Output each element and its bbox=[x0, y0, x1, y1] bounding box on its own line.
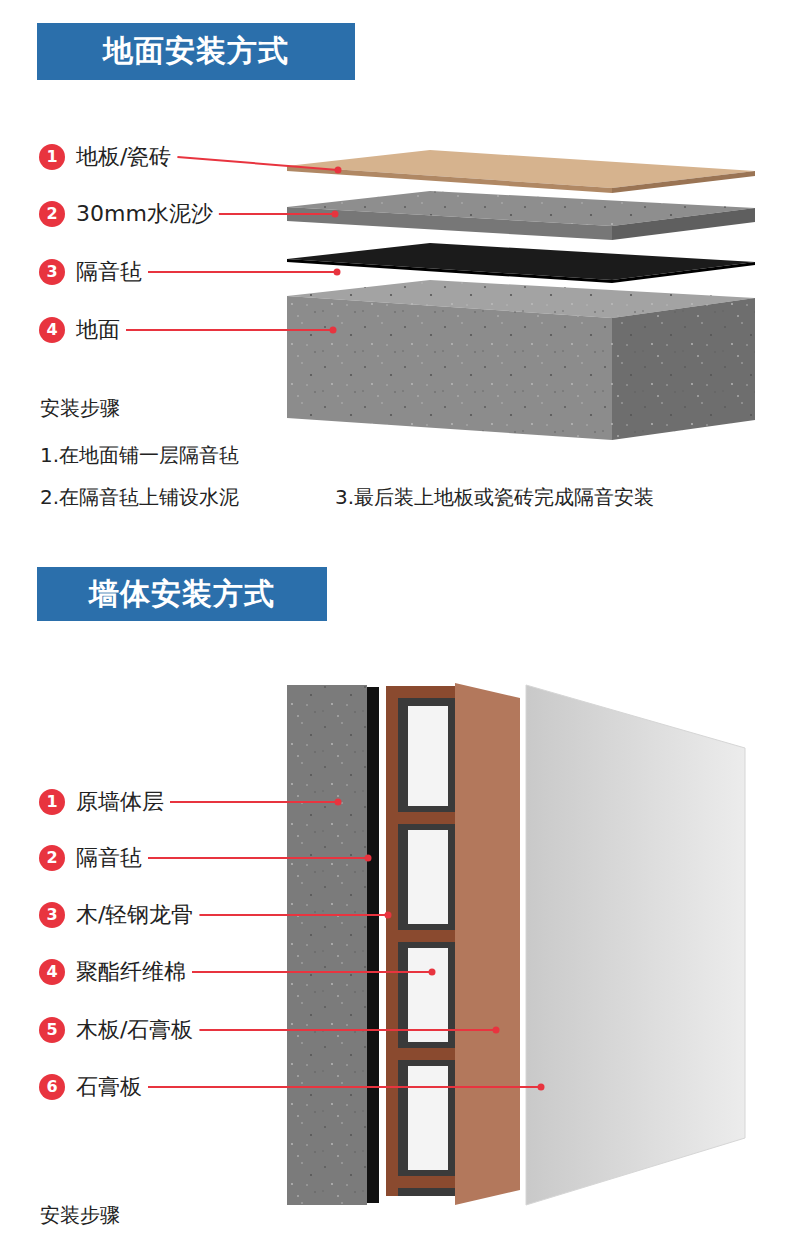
leader-line bbox=[148, 1086, 541, 1088]
leader-line bbox=[170, 801, 338, 803]
part-name: 原墙体层 bbox=[76, 789, 164, 815]
leader-dot bbox=[330, 327, 337, 334]
leader-line bbox=[192, 971, 432, 973]
callout-circle: 4 bbox=[39, 959, 65, 985]
callout-number: 3 bbox=[46, 907, 57, 923]
wall-concrete bbox=[287, 685, 367, 1205]
callout-number: 4 bbox=[46, 964, 57, 980]
callout-number: 2 bbox=[46, 850, 57, 866]
part-name: 隔音毡 bbox=[76, 259, 142, 285]
callout-circle: 6 bbox=[39, 1074, 65, 1100]
note-text: 2.在隔音毡上铺设水泥 bbox=[40, 485, 239, 509]
callout-number: 1 bbox=[46, 794, 57, 810]
leader-dot bbox=[538, 1084, 545, 1091]
section-band: 地面安装方式 bbox=[37, 23, 355, 80]
note-text: 1.在地面铺一层隔音毡 bbox=[40, 443, 239, 467]
part-name: 木板/石膏板 bbox=[76, 1017, 193, 1043]
callout-number: 2 bbox=[46, 206, 57, 222]
wall-board bbox=[455, 683, 520, 1205]
section-title: 墙体安装方式 bbox=[89, 574, 275, 615]
leader-dot bbox=[493, 1027, 500, 1034]
leader-dot bbox=[385, 912, 392, 919]
gypsum-board bbox=[526, 685, 745, 1205]
part-name: 聚酯纤维棉 bbox=[76, 959, 186, 985]
part-name: 地板/瓷砖 bbox=[76, 144, 171, 170]
wall-felt bbox=[367, 687, 379, 1203]
callout-circle: 3 bbox=[39, 902, 65, 928]
ground-slab bbox=[287, 280, 755, 440]
callout-number: 4 bbox=[46, 322, 57, 338]
callout-number: 5 bbox=[46, 1022, 57, 1038]
leader-dot bbox=[332, 211, 339, 218]
note-text: 安装步骤 bbox=[40, 396, 120, 420]
callout-circle: 1 bbox=[39, 789, 65, 815]
callout-number: 3 bbox=[46, 264, 57, 280]
felt-layer bbox=[287, 243, 755, 283]
leader-line bbox=[199, 914, 388, 916]
leader-line bbox=[177, 157, 338, 170]
callout-circle: 2 bbox=[39, 845, 65, 871]
wall-frame bbox=[386, 686, 456, 1196]
callout-circle: 5 bbox=[39, 1017, 65, 1043]
note-text: 3.最后装上地板或瓷砖完成隔音安装 bbox=[335, 485, 654, 509]
part-name: 石膏板 bbox=[76, 1074, 142, 1100]
leader-dot bbox=[335, 799, 342, 806]
leader-line bbox=[126, 329, 333, 331]
section-band: 墙体安装方式 bbox=[37, 567, 327, 621]
floor-board bbox=[287, 150, 755, 193]
callout-circle: 3 bbox=[39, 259, 65, 285]
cement-layer bbox=[287, 191, 755, 240]
callout-circle: 4 bbox=[39, 317, 65, 343]
part-name: 隔音毡 bbox=[76, 845, 142, 871]
leader-dot bbox=[365, 855, 372, 862]
leader-line bbox=[219, 213, 335, 215]
note-text: 安装步骤 bbox=[40, 1203, 120, 1227]
leader-dot bbox=[429, 969, 436, 976]
part-name: 木/轻钢龙骨 bbox=[76, 902, 193, 928]
leader-line bbox=[148, 271, 337, 273]
callout-circle: 1 bbox=[39, 144, 65, 170]
callout-circle: 2 bbox=[39, 201, 65, 227]
part-name: 30mm水泥沙 bbox=[76, 201, 213, 227]
part-name: 地面 bbox=[76, 317, 120, 343]
callout-number: 6 bbox=[46, 1079, 57, 1095]
callout-number: 1 bbox=[46, 149, 57, 165]
leader-line bbox=[148, 857, 368, 859]
leader-dot bbox=[334, 269, 341, 276]
leader-line bbox=[199, 1029, 496, 1031]
section-title: 地面安装方式 bbox=[103, 31, 289, 72]
leader-dot bbox=[335, 167, 342, 174]
